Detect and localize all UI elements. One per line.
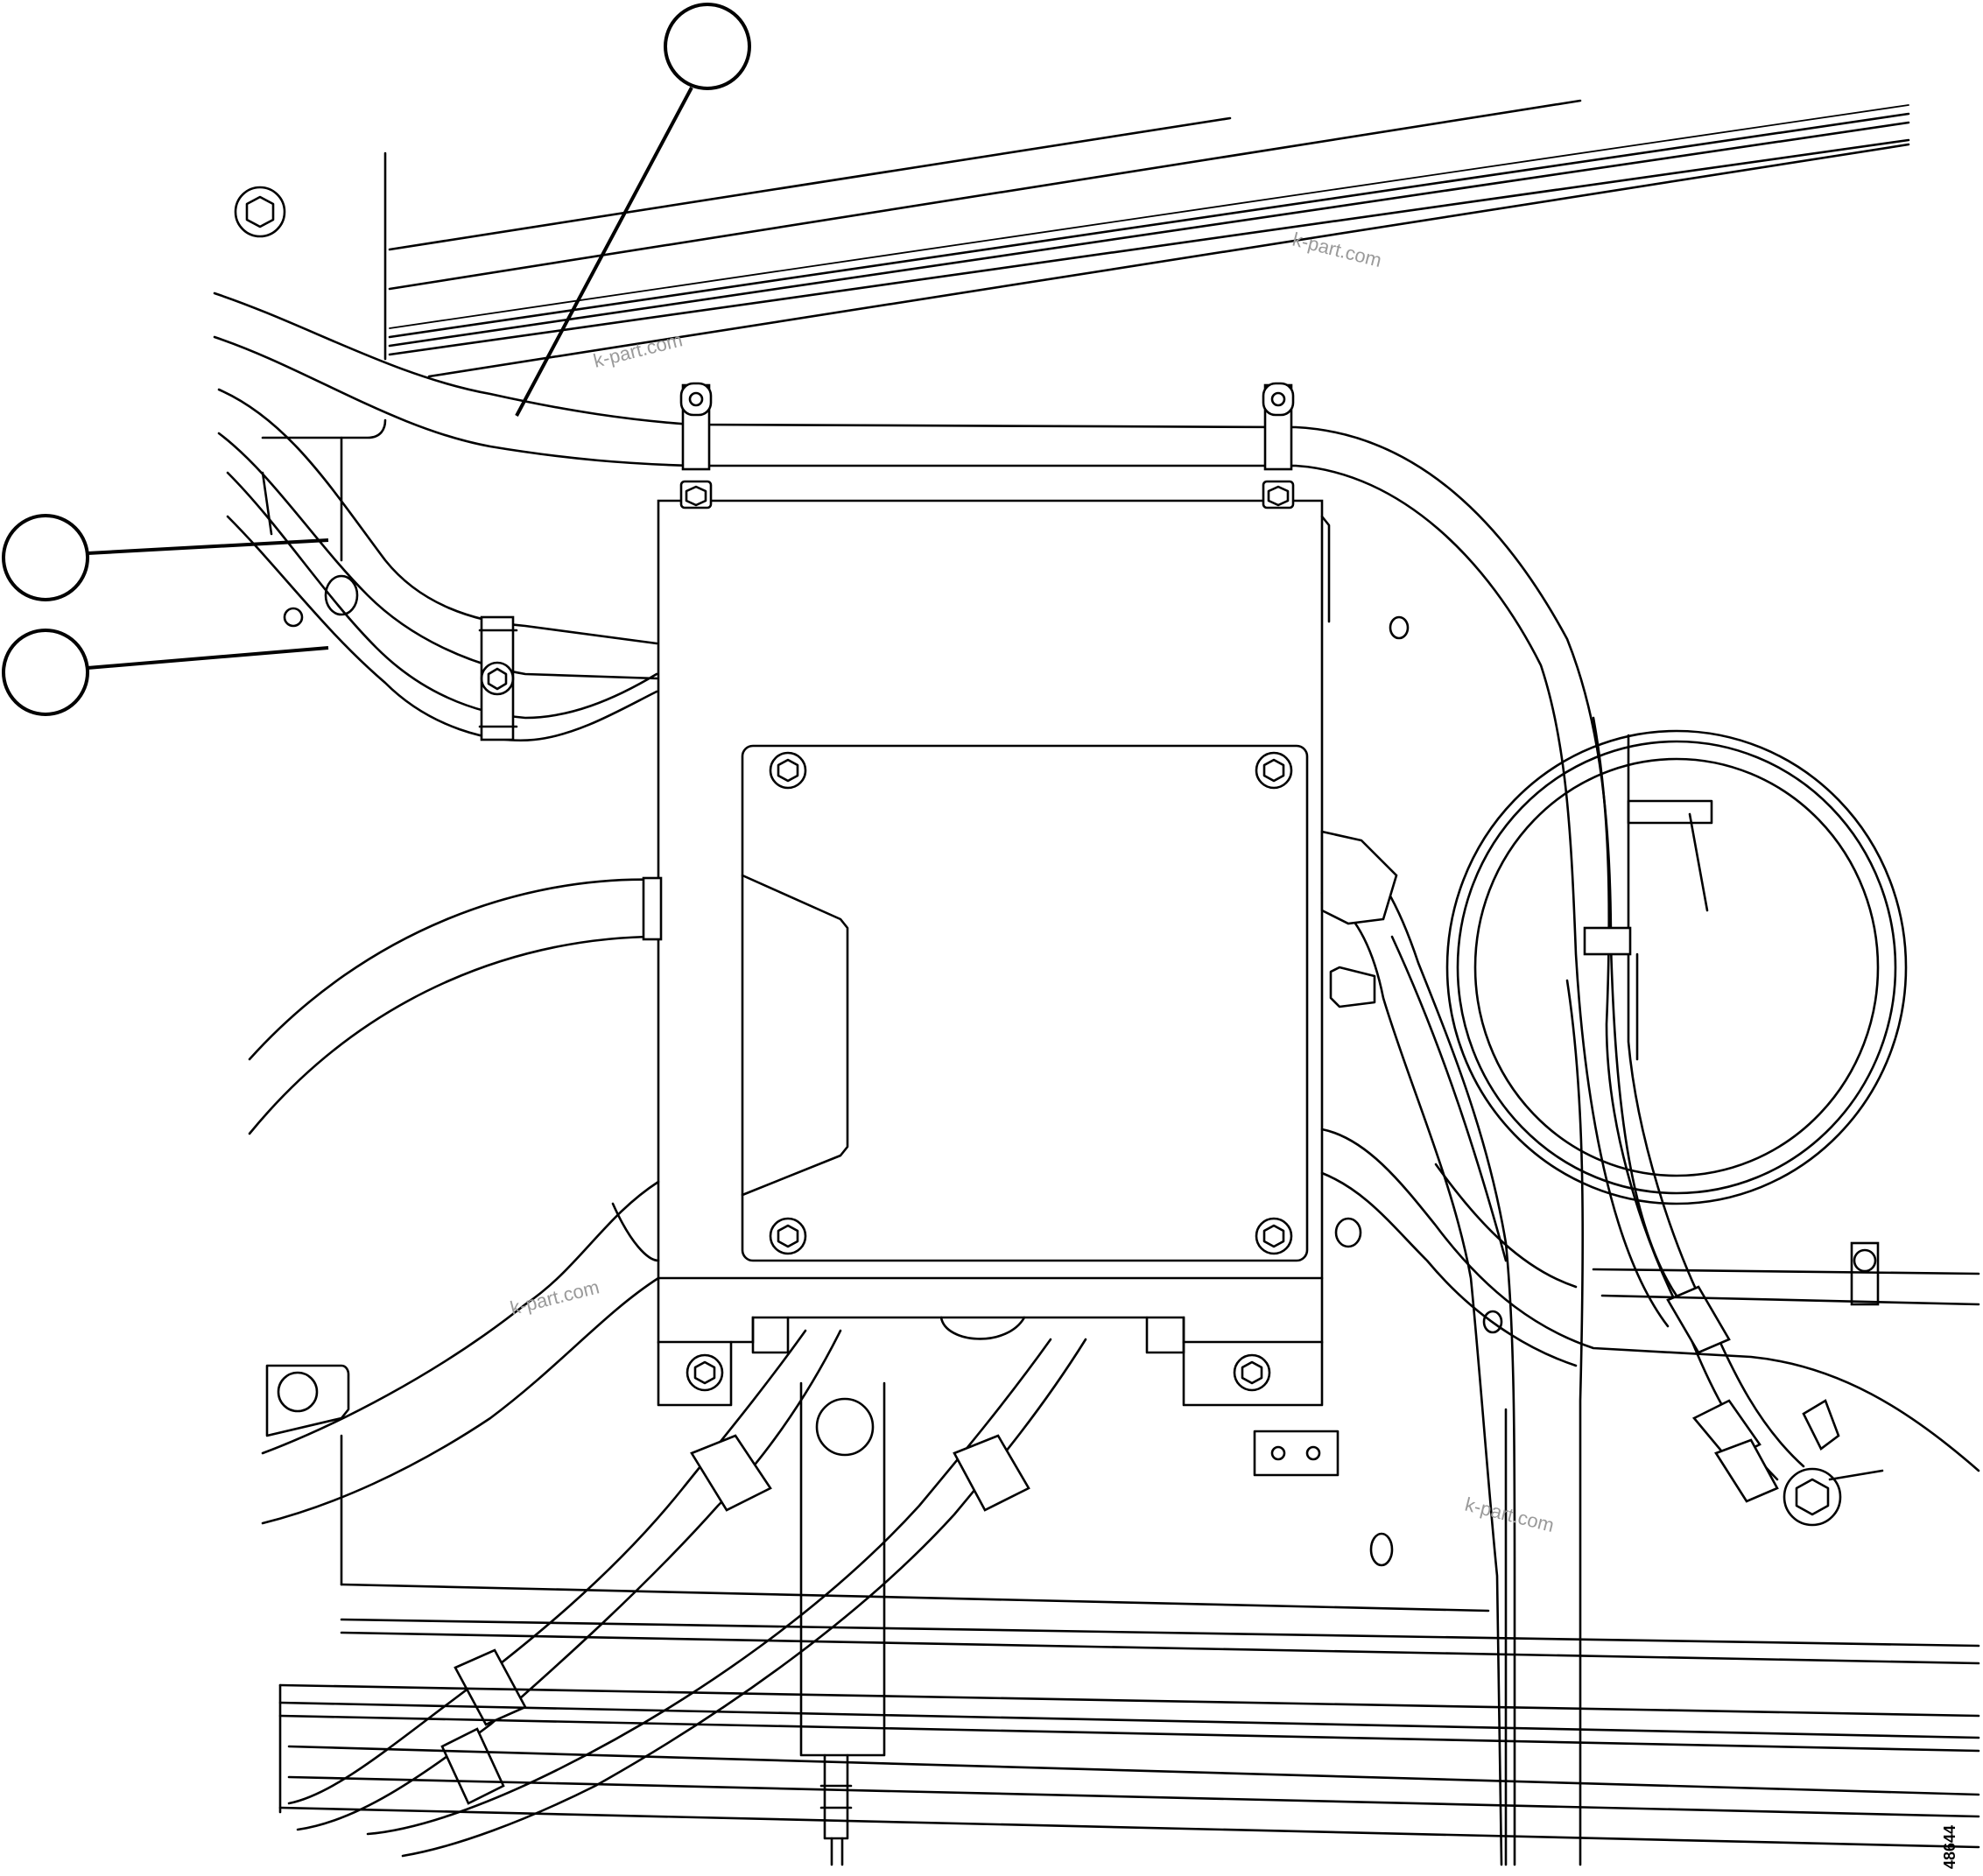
right-vertical-cable	[1583, 716, 1805, 1481]
cable-clamp-lower-right	[1592, 1241, 1980, 1306]
misc-fasteners	[939, 615, 1503, 1567]
callout-top	[515, 3, 751, 417]
circular-duct	[1445, 729, 1908, 1205]
left-cables	[217, 388, 658, 741]
right-cable-fitting	[1666, 1285, 1884, 1527]
box-bolt-bottom-right	[1233, 1353, 1271, 1392]
bottom-cables	[287, 1329, 1087, 1858]
left-lower-cables	[248, 876, 663, 1525]
box-bolt-top-right	[1262, 480, 1295, 509]
right-lower-cable	[1320, 1128, 1980, 1472]
callout-left-upper	[2, 514, 329, 601]
frame-bolt-top-left	[234, 186, 286, 238]
upper-main-cable	[213, 292, 1691, 1328]
right-descending-cable	[1320, 830, 1585, 1866]
left-mount-bracket	[265, 1364, 350, 1586]
cable-clamp-left	[478, 615, 518, 741]
box-bolt-top-left	[679, 480, 713, 509]
center-support-post	[799, 1381, 886, 1866]
callout-left-lower	[2, 629, 329, 716]
lower-frame-rails	[278, 1583, 1980, 1849]
cover-screw-2	[1255, 751, 1293, 790]
cover-plate	[741, 744, 1309, 1262]
watermark-1: k-part.com	[591, 328, 685, 371]
cover-screw-4	[1255, 1217, 1293, 1255]
box-bolt-bottom-left	[686, 1353, 724, 1392]
cover-screw-3	[769, 1217, 807, 1255]
upper-frame-rails	[383, 99, 1910, 378]
watermark-4: k-part.com	[1463, 1493, 1557, 1536]
figure-number: 48644	[1941, 1825, 1958, 1869]
cover-screw-1	[769, 751, 807, 790]
